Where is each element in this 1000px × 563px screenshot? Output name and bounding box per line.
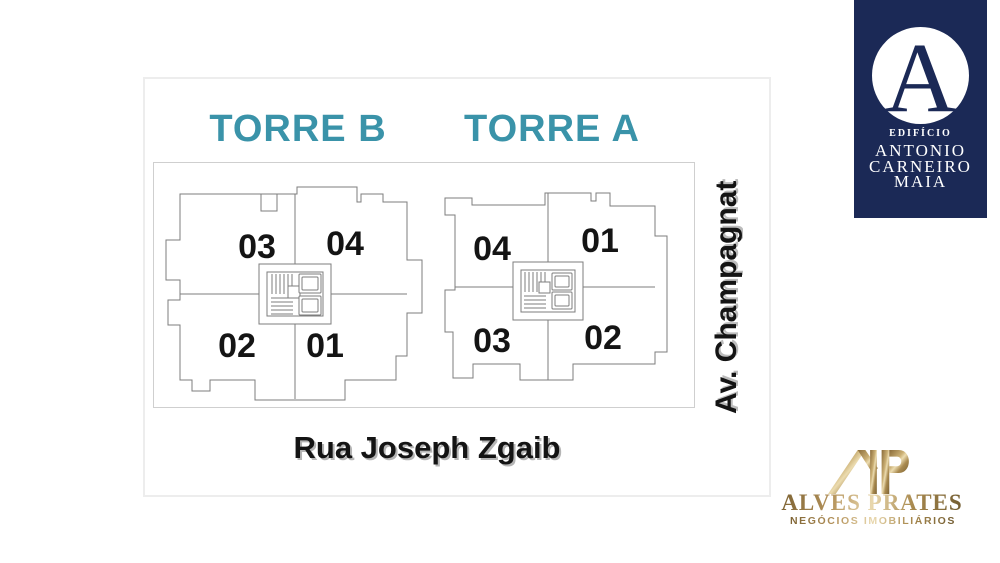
agency-tagline: NEGÓCIOS IMOBILIÁRIOS	[789, 515, 957, 527]
unit-number: 02	[218, 327, 256, 365]
torre-b-top-notch	[260, 193, 278, 212]
agency-ap-monogram-icon	[828, 449, 909, 495]
building-logo: A EDIFÍCIO ANTONIO CARNEIRO MAIA	[854, 0, 987, 218]
elevator-box	[551, 272, 573, 291]
torre-a-outline	[444, 192, 668, 381]
street-label-rua-joseph-zgaib: Rua Joseph Zgaib	[293, 430, 561, 465]
unit-number: 04	[326, 225, 364, 263]
building-logo-label: EDIFÍCIO	[889, 128, 952, 139]
core-center-square	[538, 281, 551, 294]
elevator-box	[298, 295, 322, 316]
agency-logo: ALVES PRATES NEGÓCIOS IMOBILIÁRIOS	[770, 440, 985, 540]
core-center-square	[287, 285, 301, 299]
unit-number: 01	[581, 222, 619, 260]
site-plan-frame	[153, 162, 695, 408]
building-name-line: CARNEIRO	[869, 156, 972, 176]
torre-b-core	[258, 263, 332, 325]
building-logo-a-icon: A	[872, 22, 969, 133]
torre-b-floorplan: 03 04 02 01	[165, 186, 423, 401]
agency-name: ALVES PRATES	[781, 490, 963, 515]
building-name-line: MAIA	[893, 172, 948, 191]
tower-b-title: TORRE B	[209, 108, 387, 150]
torre-a-core	[512, 261, 584, 321]
elevator-box	[298, 273, 322, 294]
stairs-hatch	[271, 274, 293, 315]
unit-number: 03	[238, 228, 276, 266]
building-logo-name: ANTONIO CARNEIRO MAIA	[854, 141, 987, 191]
tower-a-title: TORRE A	[464, 108, 640, 150]
building-logo-letter: A	[884, 22, 957, 133]
unit-number: 04	[473, 230, 511, 268]
building-name-line: ANTONIO	[874, 141, 967, 160]
torre-a-floorplan: 04 01 03 02	[444, 192, 668, 381]
torre-b-outline	[165, 186, 423, 401]
elevator-box	[551, 291, 573, 310]
unit-number: 03	[473, 322, 511, 360]
unit-number: 01	[306, 327, 344, 365]
street-label-av-champagnat: Av. Champagnat	[710, 180, 743, 414]
unit-number: 02	[584, 319, 622, 357]
